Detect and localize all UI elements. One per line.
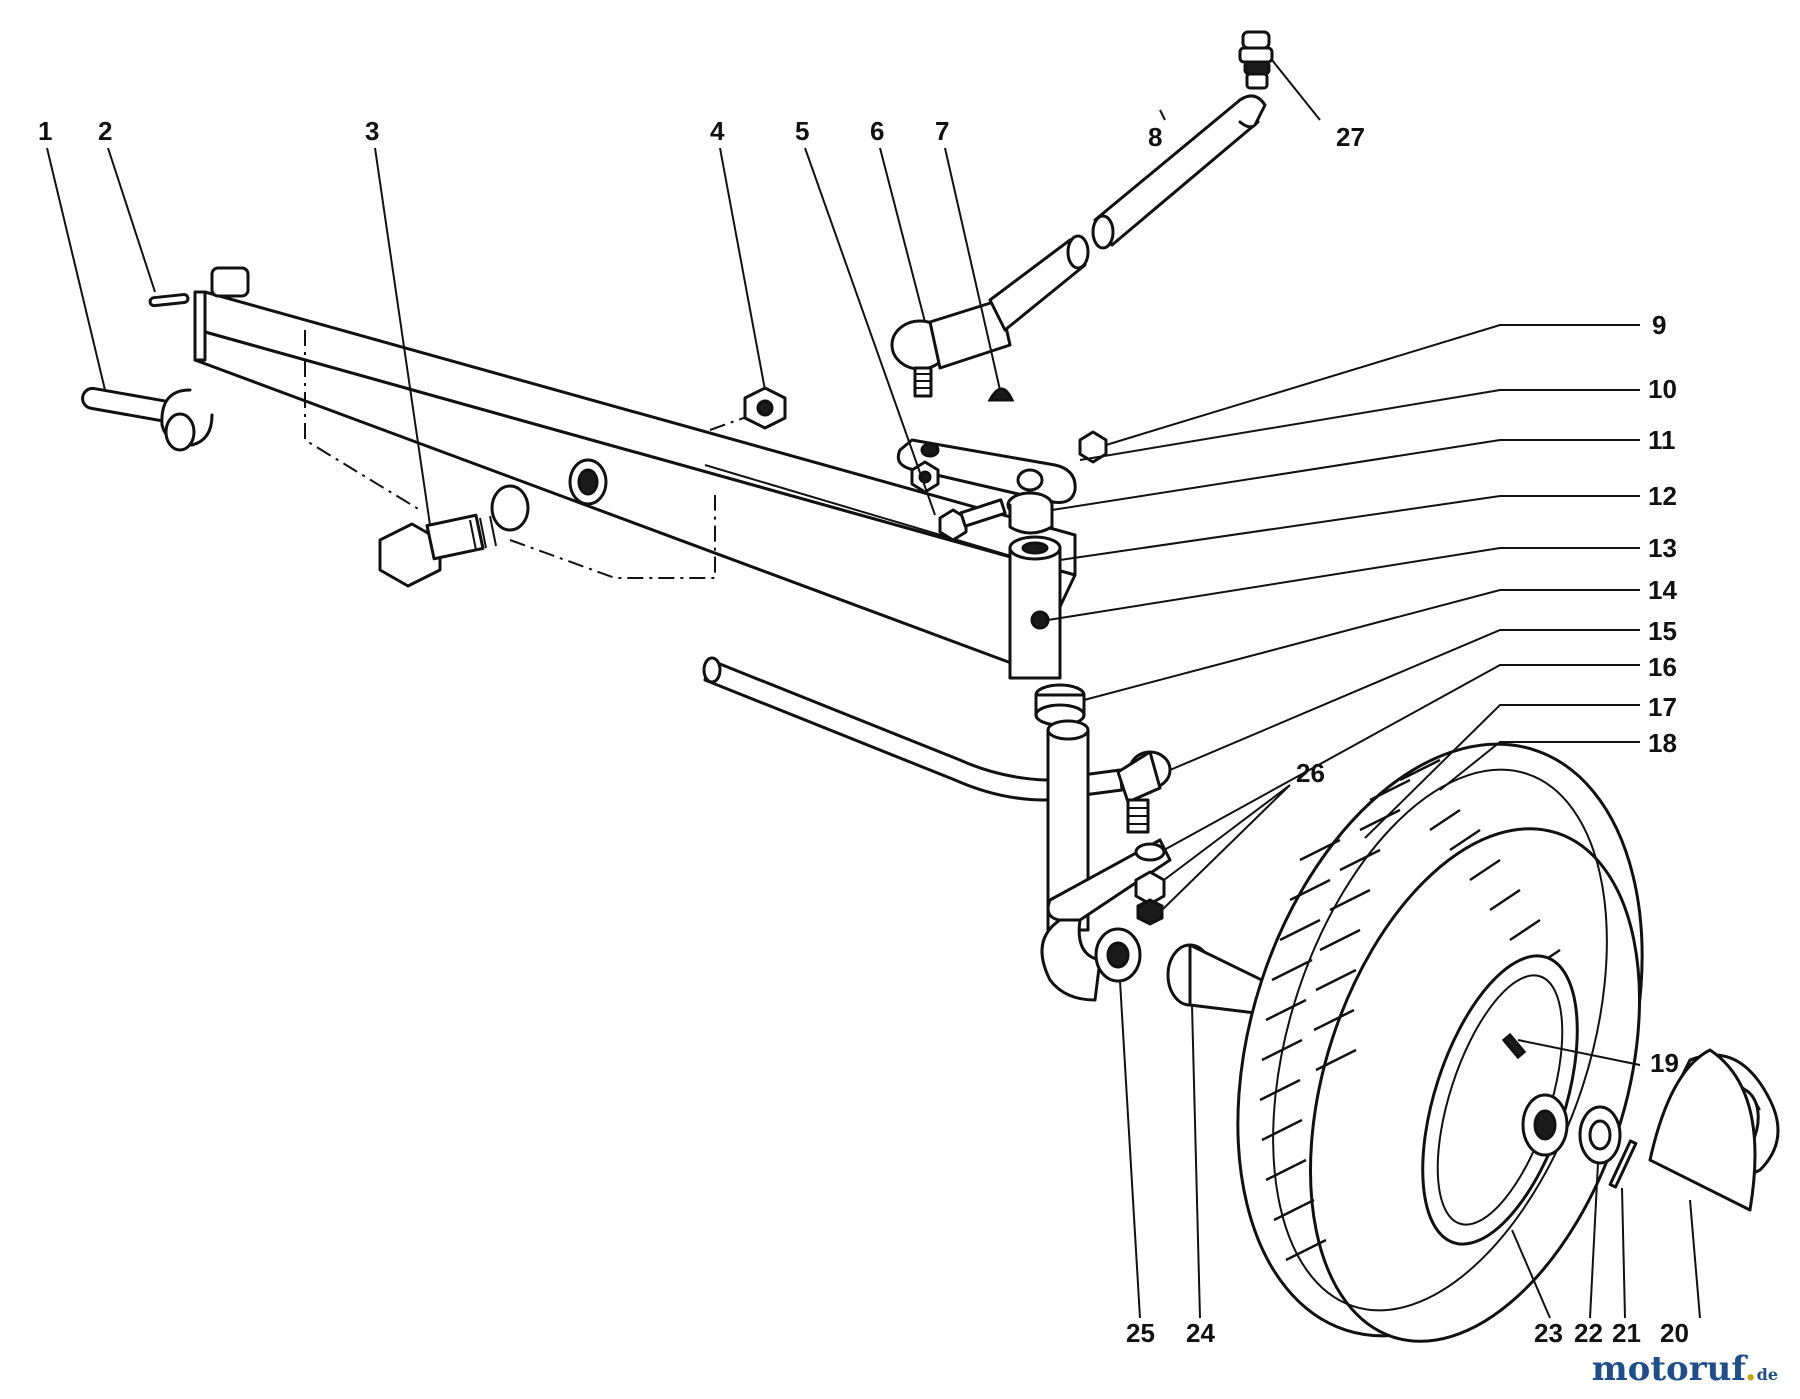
callout-1: 1 (38, 116, 52, 146)
woodruff-key (987, 387, 1015, 402)
callout-21: 21 (1612, 1318, 1641, 1348)
callout-19: 19 (1650, 1048, 1679, 1078)
bushing-lower (1034, 683, 1086, 727)
beam-pivot-cap (210, 266, 250, 298)
hub-cap (1648, 1048, 1780, 1212)
callout-22: 22 (1574, 1318, 1603, 1348)
cotter-pin (148, 293, 190, 308)
callout-2: 2 (98, 116, 112, 146)
callout-17: 17 (1648, 692, 1677, 722)
site-watermark: motoruf.de (1592, 1349, 1778, 1389)
callout-20: 20 (1660, 1318, 1689, 1348)
washer-16 (1134, 842, 1166, 862)
callout-23: 23 (1534, 1318, 1563, 1348)
callout-5: 5 (795, 116, 809, 146)
bushing-upper (1006, 491, 1054, 535)
tie-rod-tube (988, 234, 1090, 332)
axle-shaft (1166, 943, 1282, 1017)
watermark-brand: motoruf (1591, 1349, 1745, 1389)
callout-labels: 1 2 3 4 5 6 7 8 9 10 11 12 13 14 15 16 1… (38, 116, 1689, 1348)
pivot-bolt (378, 484, 530, 588)
hex-nut-9 (1078, 430, 1108, 464)
callout-4: 4 (710, 116, 725, 146)
watermark-tld: de (1756, 1365, 1778, 1384)
watermark-dot: . (1744, 1349, 1757, 1389)
callout-25: 25 (1126, 1318, 1155, 1348)
spindle (1040, 719, 1172, 1002)
axle-cotter-pin (1608, 1139, 1638, 1189)
bolt-5 (938, 498, 1007, 542)
callout-27: 27 (1336, 122, 1365, 152)
wheel-bearing (1521, 1093, 1622, 1165)
steering-arm (896, 438, 1077, 504)
callout-11: 11 (1648, 425, 1676, 455)
valve-stem (1501, 1032, 1527, 1060)
callout-26: 26 (1296, 758, 1325, 788)
pivot-pin (81, 386, 214, 452)
callout-7: 7 (935, 116, 949, 146)
callout-16: 16 (1648, 652, 1677, 682)
nut-stack-26 (1134, 870, 1166, 926)
ball-joint-27 (1238, 30, 1274, 90)
callout-8: 8 (1148, 122, 1162, 152)
callout-18: 18 (1648, 728, 1677, 758)
spacer-25 (1094, 927, 1142, 983)
callout-13: 13 (1648, 533, 1677, 563)
callout-24: 24 (1186, 1318, 1215, 1348)
tie-rod-end-lower (1116, 750, 1172, 834)
tire (1236, 742, 1644, 1343)
spindle-tube (1008, 535, 1062, 680)
callout-15: 15 (1648, 616, 1677, 646)
tie-rod-end-upper (890, 298, 1012, 398)
callout-14: 14 (1648, 575, 1677, 605)
callout-9: 9 (1652, 310, 1666, 340)
callout-12: 12 (1648, 481, 1677, 511)
callout-10: 10 (1648, 374, 1677, 404)
grease-fitting-13 (1030, 610, 1050, 630)
hex-nut-4 (743, 386, 787, 430)
leader-lines (46, 59, 1701, 1319)
callout-6: 6 (870, 116, 884, 146)
callout-3: 3 (365, 116, 379, 146)
drag-link (1091, 94, 1267, 250)
